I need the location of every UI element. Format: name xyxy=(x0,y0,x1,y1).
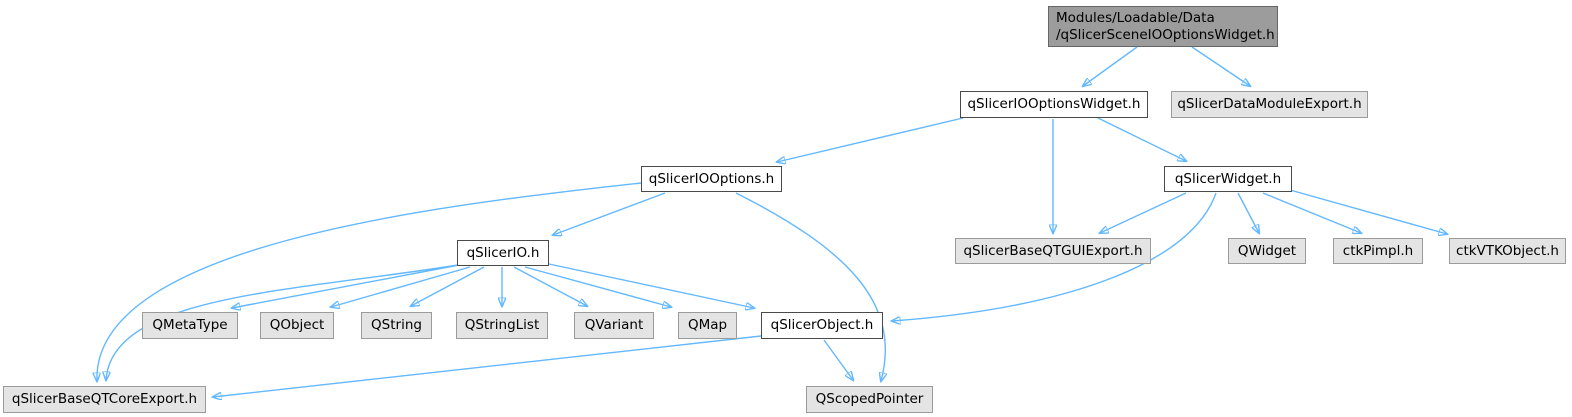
node-label: QVariant xyxy=(584,317,644,334)
edge-widget-qwidget xyxy=(1237,192,1259,233)
node-label: QMap xyxy=(687,317,728,334)
edge-widget-object xyxy=(892,192,1217,321)
graph-node-qmetatype: QMetaType xyxy=(142,312,238,339)
edge-root-iooptionswidget xyxy=(1083,46,1138,86)
node-label: qSlicerIOOptionsWidget.h xyxy=(967,96,1141,113)
edge-widget-qtguiexport xyxy=(1100,192,1187,233)
edge-io-qstring xyxy=(411,266,485,306)
edge-io-qtcoreexport xyxy=(106,264,459,380)
graph-node-qmap: QMap xyxy=(678,312,737,339)
node-label: QStringList xyxy=(464,317,540,334)
node-label: qSlicerObject.h xyxy=(770,317,874,334)
node-label: QObject xyxy=(269,317,325,334)
node-label: qSlicerWidget.h xyxy=(1174,170,1282,187)
node-label: qSlicerDataModuleExport.h xyxy=(1177,96,1362,113)
edge-iooptions-io xyxy=(553,192,666,235)
graph-node-qstringlist: QStringList xyxy=(456,312,548,339)
edge-io-object xyxy=(548,263,754,308)
node-label: qSlicerIOOptions.h xyxy=(648,170,775,187)
graph-node-ctkvtkobject: ctkVTKObject.h xyxy=(1449,238,1566,264)
root-node-label: Modules/Loadable/Data /qSlicerSceneIOOpt… xyxy=(1056,9,1275,43)
graph-node-qslicerwidget[interactable]: qSlicerWidget.h xyxy=(1164,166,1292,192)
edge-root-datamoduleexport xyxy=(1191,46,1250,86)
graph-node-qvariant: QVariant xyxy=(574,312,654,339)
edge-iooptions-qscopedpointer xyxy=(735,192,885,381)
edge-widget-ctkvtkobject xyxy=(1289,189,1447,234)
node-label: qSlicerBaseQTGUIExport.h xyxy=(963,242,1143,259)
edge-iooptionswidget-iooptions xyxy=(777,117,964,162)
graph-node-qsliceriooptions[interactable]: qSlicerIOOptions.h xyxy=(641,166,782,192)
graph-node-qscopedpointer: QScopedPointer xyxy=(806,386,933,413)
node-label: ctkVTKObject.h xyxy=(1456,242,1559,259)
graph-node-root-qslicersceneiooptionswidget: Modules/Loadable/Data /qSlicerSceneIOOpt… xyxy=(1048,6,1278,47)
graph-node-qsliceriooptionswidget[interactable]: qSlicerIOOptionsWidget.h xyxy=(960,91,1148,118)
graph-node-qwidget: QWidget xyxy=(1228,238,1306,264)
edge-io-qobject xyxy=(331,266,471,307)
edge-iooptionswidget-widget xyxy=(1097,117,1186,161)
edge-io-qmetatype xyxy=(232,264,460,308)
graph-node-qobject: QObject xyxy=(260,312,334,339)
node-label: qSlicerBaseQTCoreExport.h xyxy=(11,391,198,408)
graph-node-qstring: QString xyxy=(361,312,432,339)
graph-node-qslicerio[interactable]: qSlicerIO.h xyxy=(457,240,549,266)
graph-node-qslicerdatamoduleexport: qSlicerDataModuleExport.h xyxy=(1171,91,1368,118)
node-label: QString xyxy=(371,317,422,334)
node-label: QWidget xyxy=(1237,242,1297,259)
edge-widget-ctkpimpl xyxy=(1262,192,1361,233)
edge-iooptions-qtcoreexport xyxy=(97,182,642,381)
graph-node-ctkpimpl: ctkPimpl.h xyxy=(1333,238,1423,264)
graph-node-qslicerbaseqtcoreexport: qSlicerBaseQTCoreExport.h xyxy=(3,386,206,413)
graph-node-qslicerobject[interactable]: qSlicerObject.h xyxy=(761,312,883,339)
node-label: qSlicerIO.h xyxy=(466,244,540,261)
graph-node-qslicerbaseqtguiexport: qSlicerBaseQTGUIExport.h xyxy=(955,238,1151,264)
edge-io-qmap xyxy=(524,266,671,307)
node-label: QMetaType xyxy=(152,317,228,334)
edge-object-qscopedpointer xyxy=(823,339,853,380)
node-label: QScopedPointer xyxy=(815,391,924,408)
edge-io-qvariant xyxy=(513,266,587,306)
node-label: ctkPimpl.h xyxy=(1342,242,1414,259)
edge-object-qtcoreexport xyxy=(213,335,762,397)
